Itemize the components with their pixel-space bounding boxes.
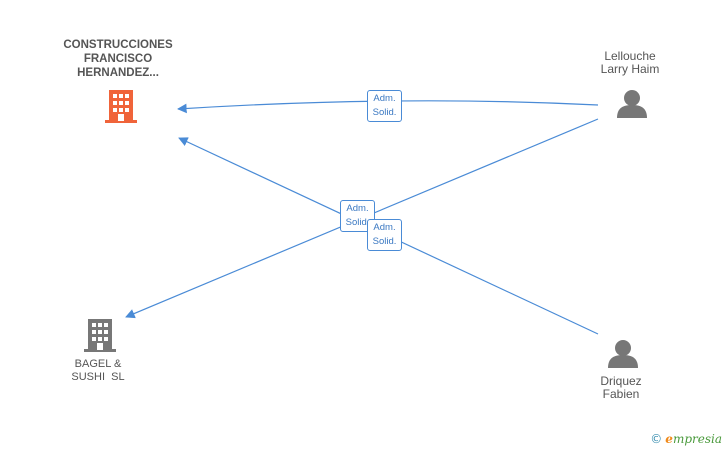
- edge-label-line: Adm.: [373, 222, 396, 233]
- label-line: Driquez: [600, 374, 642, 388]
- edge-label[interactable]: Adm. Solid.: [340, 200, 375, 232]
- brand-logo: ©empresia: [650, 432, 722, 446]
- edge-label[interactable]: Adm. Solid.: [367, 90, 402, 122]
- copyright-icon: ©: [650, 432, 663, 446]
- person-label-driquez[interactable]: Driquez Fabien: [571, 375, 671, 401]
- person-icon[interactable]: [608, 340, 638, 368]
- edge-label-line: Solid.: [345, 217, 370, 228]
- label-line: Larry Haim: [600, 62, 660, 76]
- label-line: SUSHI SL: [71, 371, 125, 383]
- person-label-lellouche[interactable]: Lellouche Larry Haim: [580, 50, 680, 76]
- label-line: Lellouche: [604, 49, 656, 63]
- label-line: FRANCISCO: [83, 53, 153, 65]
- label-line: CONSTRUCCIONES: [63, 39, 173, 51]
- company-label-construcciones[interactable]: CONSTRUCCIONES FRANCISCO HERNANDEZ...: [38, 38, 198, 80]
- edge-label[interactable]: Adm. Solid.: [367, 219, 402, 251]
- brand-initial: e: [665, 432, 673, 446]
- edge-label-line: Solid.: [372, 236, 397, 247]
- person-icon[interactable]: [617, 90, 647, 118]
- edge-label-line: Solid.: [372, 107, 397, 118]
- company-label-bagel[interactable]: BAGEL & SUSHI SL: [48, 358, 148, 384]
- brand-name: mpresia: [672, 432, 722, 446]
- edge-label-line: Adm.: [373, 93, 396, 104]
- building-icon[interactable]: [105, 90, 137, 123]
- label-line: HERNANDEZ...: [77, 67, 159, 79]
- label-line: Fabien: [602, 387, 640, 401]
- edge-label-line: Adm.: [346, 203, 369, 214]
- label-line: BAGEL &: [74, 358, 122, 370]
- building-icon[interactable]: [84, 319, 116, 352]
